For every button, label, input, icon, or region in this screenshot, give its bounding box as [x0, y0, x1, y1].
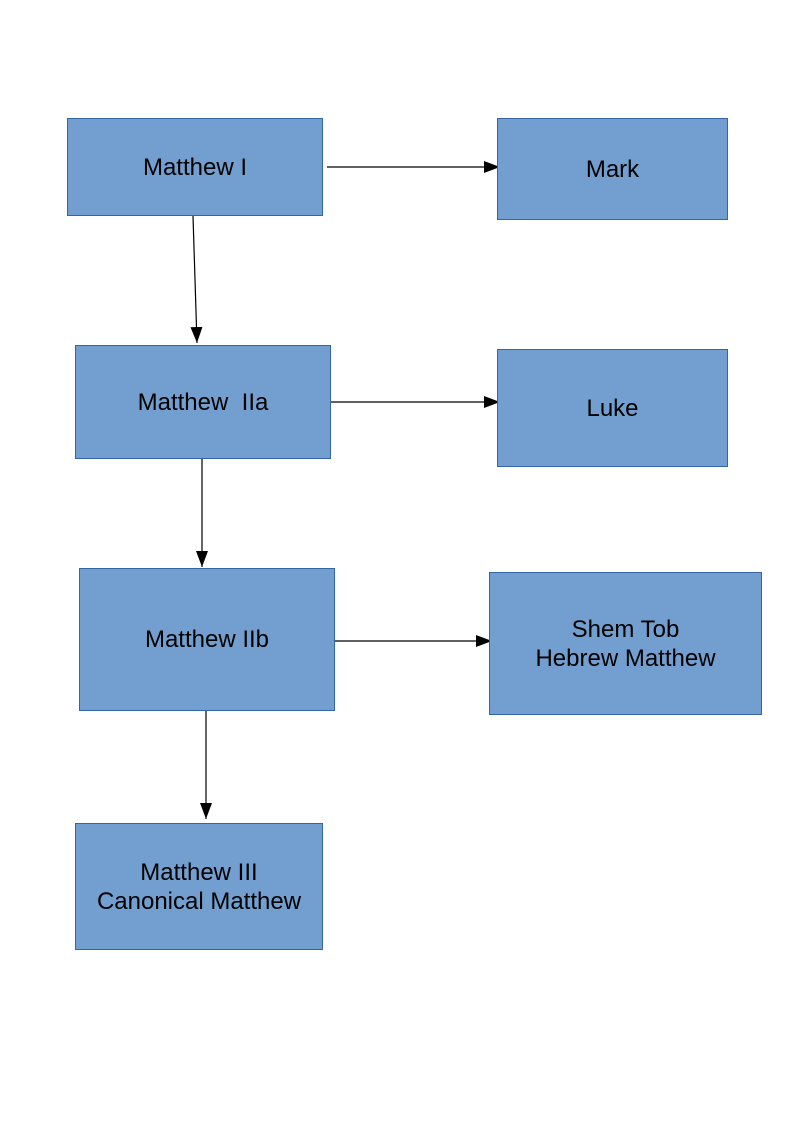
node-matthew-iib: Matthew IIb — [79, 568, 335, 711]
node-matthew-i-label: Matthew I — [142, 153, 248, 181]
node-luke: Luke — [497, 349, 728, 467]
node-mark-label: Mark — [585, 155, 640, 183]
node-matthew-i: Matthew I — [67, 118, 323, 216]
node-mark: Mark — [497, 118, 728, 220]
node-matthew-iib-label: Matthew IIb — [144, 626, 270, 653]
node-shem-tob: Shem Tob Hebrew Matthew — [489, 572, 762, 715]
node-matthew-iia-label: Matthew IIa — [137, 388, 269, 416]
node-matthew-iii: Matthew III Canonical Matthew — [75, 823, 323, 950]
node-matthew-iia: Matthew IIa — [75, 345, 331, 459]
node-luke-label: Luke — [586, 394, 639, 422]
node-shem-tob-label: Shem Tob Hebrew Matthew — [535, 615, 716, 672]
node-matthew-iii-label: Matthew III Canonical Matthew — [96, 858, 302, 915]
edge-matthew-i-to-matthew-iia — [190, 215, 203, 344]
